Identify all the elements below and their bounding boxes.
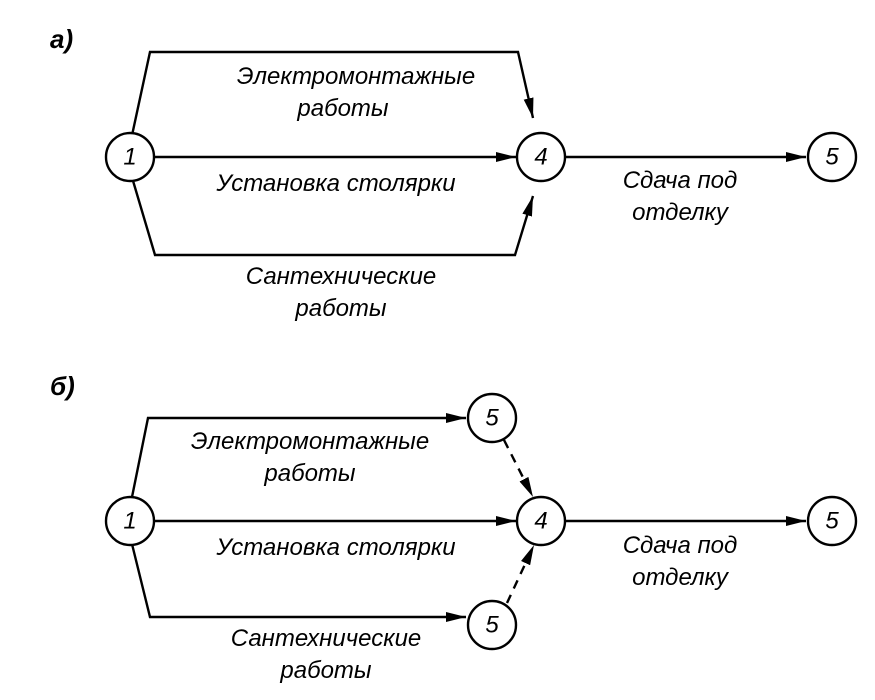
node-b-5-lower-number: 5 (485, 612, 499, 639)
panel-a: а) Электромонтажные работы Установка сто… (50, 24, 858, 322)
edge-a-top-arrow (129, 50, 535, 141)
edge-b-top-label-line2: работы (263, 460, 356, 487)
edge-b-dummy-upper-arrow (502, 439, 535, 498)
edge-a-final-label-line1: Сдача под (623, 167, 738, 194)
edge-b-final-label-line2: отделку (632, 564, 730, 591)
edge-b-bottom-arrow (129, 539, 466, 622)
node-b-5-upper: 5 (466, 392, 518, 444)
node-b-5-end-number: 5 (825, 508, 839, 535)
node-b-5-end: 5 (806, 495, 858, 547)
edge-a-bottom-arrow (129, 173, 535, 257)
node-b-1-number: 1 (123, 508, 136, 535)
edge-a-middle-label: Установка столярки (215, 170, 455, 197)
edge-a-final-label-line2: отделку (632, 199, 730, 226)
node-a-5: 5 (806, 131, 858, 183)
edge-a-top-label-line1: Электромонтажные (237, 63, 475, 90)
node-a-5-number: 5 (825, 144, 839, 171)
node-b-1: 1 (104, 495, 156, 547)
node-b-4: 4 (515, 495, 567, 547)
edge-a-bottom-label-line2: работы (294, 295, 387, 322)
edge-a-bottom-label-line1: Сантехнические (246, 263, 437, 290)
edge-b-middle-label: Установка столярки (215, 534, 455, 561)
panel-b: б) Электромонтажные работы Установка сто… (50, 371, 858, 684)
edge-b-top-arrow (129, 413, 466, 503)
edge-b-dummy-lower-arrow (505, 544, 536, 604)
node-a-4: 4 (515, 131, 567, 183)
panel-b-label: б) (50, 371, 75, 401)
panel-a-label: а) (50, 24, 73, 54)
node-a-1-number: 1 (123, 144, 136, 171)
node-a-1: 1 (104, 131, 156, 183)
node-b-5-lower: 5 (466, 599, 518, 651)
node-b-4-number: 4 (534, 508, 547, 535)
node-a-4-number: 4 (534, 144, 547, 171)
edge-b-top-label-line1: Электромонтажные (191, 428, 429, 455)
edge-a-top-label-line2: работы (296, 95, 389, 122)
edge-b-bottom-label-line1: Сантехнические (231, 625, 422, 652)
node-b-5-upper-number: 5 (485, 405, 499, 432)
edge-b-final-label-line1: Сдача под (623, 532, 738, 559)
edge-b-bottom-label-line2: работы (279, 657, 372, 684)
